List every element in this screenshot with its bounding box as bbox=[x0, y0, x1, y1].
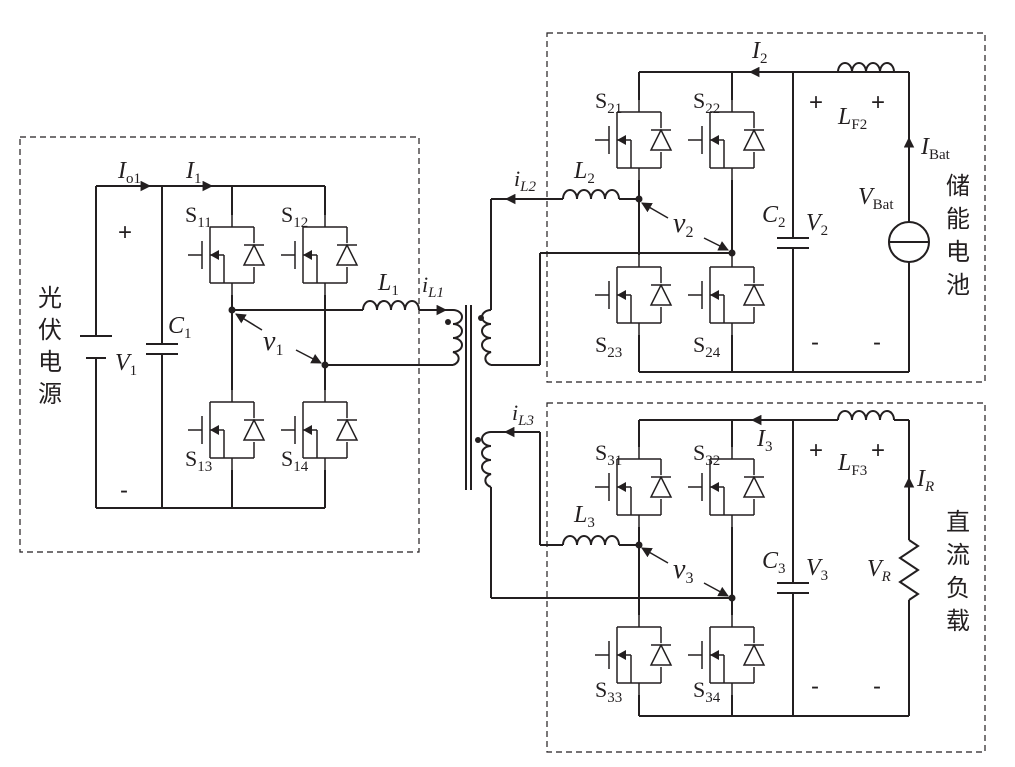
label-s12: S12 bbox=[281, 202, 308, 231]
load-plus-right: + bbox=[871, 437, 885, 464]
label-s34: S34 bbox=[693, 677, 721, 706]
pv-plus-sign: + bbox=[118, 219, 132, 246]
label-iL3: iL3 bbox=[512, 400, 534, 429]
pv-source-label: 光 伏 电 源 bbox=[38, 284, 62, 408]
load-circuit bbox=[562, 410, 920, 717]
svg-text:储: 储 bbox=[946, 172, 970, 200]
label-c3: C3 bbox=[762, 548, 786, 577]
label-s13: S13 bbox=[185, 446, 212, 475]
label-v2-lower: v2 bbox=[673, 208, 693, 241]
battery-label: 储 能 电 池 bbox=[946, 172, 970, 299]
label-s24: S24 bbox=[693, 332, 721, 361]
load-minus-right: - bbox=[873, 673, 881, 700]
label-v2: V2 bbox=[806, 210, 828, 239]
svg-text:源: 源 bbox=[38, 380, 62, 408]
battery-plus-left: + bbox=[809, 89, 823, 116]
pv-circuit bbox=[80, 180, 453, 509]
label-v3-lower: v3 bbox=[673, 554, 693, 587]
svg-text:直: 直 bbox=[946, 508, 970, 536]
svg-text:流: 流 bbox=[946, 541, 970, 569]
label-s32: S32 bbox=[693, 440, 720, 469]
label-VR: VR bbox=[867, 556, 891, 585]
svg-text:载: 载 bbox=[946, 607, 970, 635]
label-v1-lower: v1 bbox=[263, 326, 283, 359]
battery-minus-left: - bbox=[811, 329, 819, 356]
load-label: 直 流 负 载 bbox=[946, 508, 970, 635]
svg-text:电: 电 bbox=[38, 348, 62, 376]
label-I3: I3 bbox=[756, 426, 773, 455]
label-IR: IR bbox=[916, 466, 934, 495]
transformer bbox=[445, 193, 732, 599]
label-L1: L1 bbox=[377, 270, 399, 299]
s23-switch bbox=[594, 254, 672, 336]
label-I2: I2 bbox=[751, 38, 768, 67]
battery-minus-right: - bbox=[873, 329, 881, 356]
svg-text:池: 池 bbox=[946, 271, 970, 299]
label-s33: S33 bbox=[595, 677, 622, 706]
label-s14: S14 bbox=[281, 446, 309, 475]
svg-text:光: 光 bbox=[38, 284, 62, 312]
label-LF2: LF2 bbox=[837, 104, 867, 133]
svg-text:负: 负 bbox=[946, 574, 970, 602]
load-module-box bbox=[546, 402, 986, 753]
battery-plus-right: + bbox=[871, 89, 885, 116]
label-c2: C2 bbox=[762, 202, 786, 231]
battery-circuit bbox=[562, 62, 930, 373]
label-io1: Io1 bbox=[117, 158, 141, 187]
svg-text:伏: 伏 bbox=[38, 316, 62, 344]
battery-module-box bbox=[546, 32, 986, 383]
label-L2: L2 bbox=[573, 158, 595, 187]
label-iL2: iL2 bbox=[514, 166, 536, 195]
label-i1: I1 bbox=[185, 158, 202, 187]
label-v1: V1 bbox=[115, 350, 137, 379]
label-LF3: LF3 bbox=[837, 450, 867, 479]
label-v3: V3 bbox=[806, 555, 828, 584]
label-Vbat: VBat bbox=[858, 184, 894, 213]
label-c1: C1 bbox=[168, 313, 192, 342]
label-L3: L3 bbox=[573, 502, 595, 531]
label-iL1: iL1 bbox=[422, 272, 444, 301]
svg-text:电: 电 bbox=[946, 238, 970, 266]
s13-switch bbox=[187, 389, 265, 471]
load-minus-left: - bbox=[811, 673, 819, 700]
load-plus-left: + bbox=[809, 437, 823, 464]
label-s11: S11 bbox=[185, 202, 212, 231]
s24-switch bbox=[687, 254, 765, 336]
svg-text:能: 能 bbox=[946, 205, 970, 233]
pv-minus-sign: - bbox=[120, 477, 128, 504]
label-Ibat: IBat bbox=[920, 134, 951, 163]
pv-module-box bbox=[19, 136, 420, 553]
label-s31: S31 bbox=[595, 440, 622, 469]
label-s23: S23 bbox=[595, 332, 622, 361]
label-s21: S21 bbox=[595, 88, 622, 117]
label-s22: S22 bbox=[693, 88, 720, 117]
